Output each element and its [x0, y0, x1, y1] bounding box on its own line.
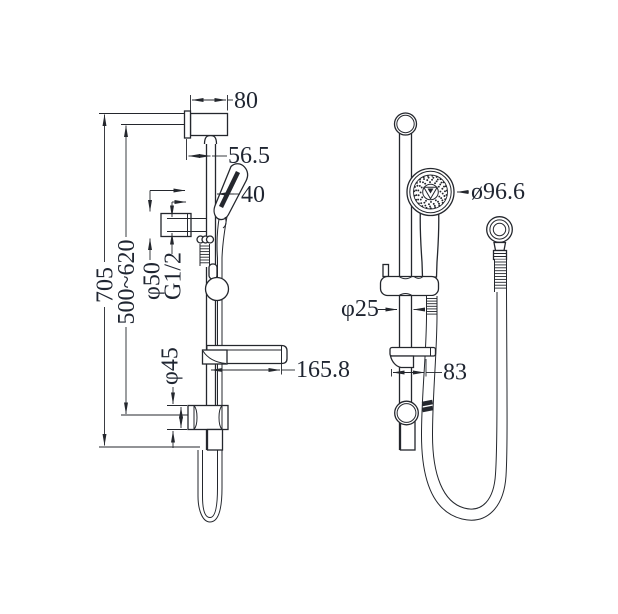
dim-head-diameter: ø96.6: [456, 179, 525, 205]
dim-shelf-depth: 165.8: [210, 357, 350, 383]
dim-label-phi50: φ50: [140, 262, 166, 300]
dim-label-56-5: 56.5: [228, 143, 270, 169]
handshower-handle-front: [419, 205, 440, 278]
dim-shelf-width: 83: [391, 359, 467, 386]
hose-highlight-tick: [421, 405, 434, 413]
outlet-ring-outer: [486, 216, 513, 243]
spray-nozzles: [413, 174, 448, 210]
dim-handset-width: 40: [216, 182, 265, 208]
dim-label-phi25: φ25: [341, 296, 379, 322]
brand-logo-triangle: [423, 186, 438, 200]
soap-dish-front: [389, 346, 437, 369]
handshower-side: [213, 163, 249, 229]
rail-top-ring: [393, 112, 418, 136]
dim-bracket-depth: 80: [190, 88, 258, 114]
logo-ring: [422, 183, 439, 201]
brand-logo-inner: [427, 188, 434, 194]
dim-label-g12: G1/2: [161, 252, 187, 300]
dim-label-80: 80: [234, 88, 258, 114]
outlet-neck: [493, 241, 507, 252]
wall-bracket-side: [183, 110, 229, 145]
dim-label-500-620: 500~620: [114, 240, 140, 325]
dim-total-height: 705: [93, 113, 200, 448]
rail-end-cap-side: [206, 428, 224, 451]
dim-label-705: 705: [93, 267, 119, 303]
right-view: ø96.6 φ25 83: [341, 112, 525, 521]
dim-bracket-offset: 56.5: [186, 139, 270, 169]
dim-inlet-flange: φ50: [140, 188, 186, 300]
holder-lock-pin: [382, 263, 390, 278]
hose-nut: [492, 249, 508, 261]
water-inlet-fitting: [160, 212, 207, 238]
dim-label-96-6: ø96.6: [471, 179, 525, 205]
dim-label-83: 83: [443, 360, 467, 386]
dim-label-165-8: 165.8: [296, 357, 350, 383]
handshower-head-front: [406, 167, 455, 217]
bottom-bracket-side: [187, 404, 229, 431]
hose-coil-side: [196, 235, 215, 267]
wall-outlet: [486, 216, 513, 292]
hose-highlight-tick: [421, 399, 434, 407]
handset-holder-front: [379, 263, 440, 297]
dim-label-40: 40: [241, 182, 265, 208]
bottom-bracket-ring: [394, 400, 419, 426]
hose-spring-front: [426, 296, 438, 318]
shower-hose-front: [420, 291, 508, 521]
dim-inlet-thread: G1/2: [161, 200, 187, 300]
left-view: 705 500~620: [93, 88, 350, 523]
shower-hose-side: [197, 213, 228, 523]
dim-bottom-bracket: φ45: [158, 347, 187, 448]
slider-knob: [204, 263, 230, 302]
dim-rail-diameter: φ25: [341, 296, 426, 322]
soap-dish-side: [201, 344, 288, 365]
dim-label-phi45: φ45: [158, 347, 184, 385]
dim-adjustable-range: 500~620: [114, 124, 188, 416]
